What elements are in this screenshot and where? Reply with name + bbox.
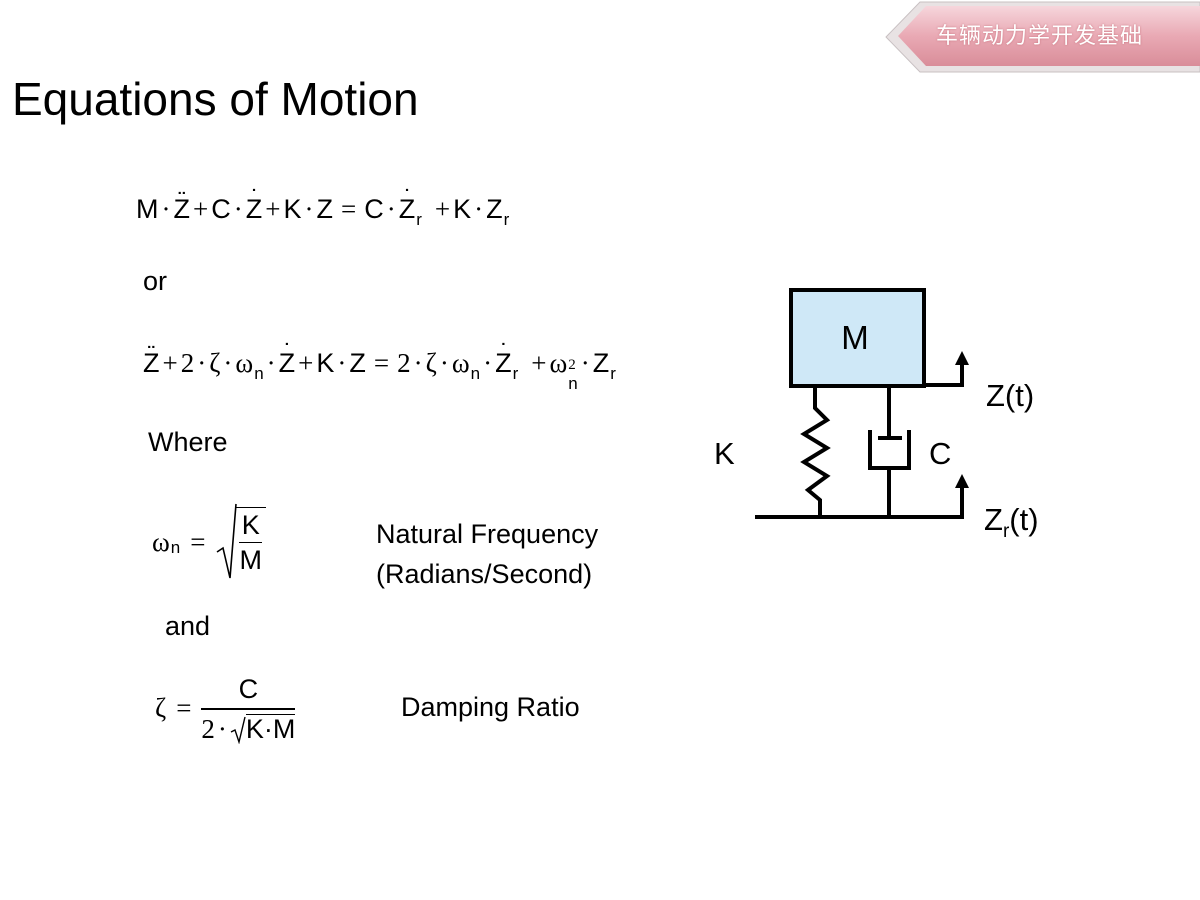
or-label: or — [143, 266, 168, 296]
normalized-equation: Z+ 2· ζ· ωn· Z+ K· Z= 2· ζ· ωn· Zr+ ω2n·… — [143, 348, 616, 395]
banner-title: 车辆动力学开发基础 — [936, 24, 1144, 49]
spring-label: K — [714, 436, 735, 471]
damper-label: C — [929, 436, 951, 471]
header-banner — [885, 1, 1200, 73]
radical-sign — [217, 503, 238, 579]
natural-frequency-label: Natural Frequency — [376, 519, 599, 549]
where-label: Where — [148, 427, 228, 457]
damping-ratio-formula: ζ = C 2· K·M — [155, 674, 296, 744]
mass-block — [789, 288, 926, 388]
radical-sign-2 — [230, 716, 246, 744]
natural-frequency-units: (Radians/Second) — [376, 559, 593, 589]
and-label: and — [165, 611, 211, 641]
body-motion-label: Z(t) — [986, 378, 1034, 413]
mass-label: M — [841, 319, 869, 356]
road-motion-label: Zr(t) — [984, 502, 1039, 542]
spring — [800, 386, 831, 517]
equation-of-motion: M· Z+ C· Z+ K· Z= C· Zr+ K· Zr — [136, 194, 509, 229]
page-title: Equations of Motion — [12, 73, 419, 125]
mass-spring-damper-diagram: M Z(t) K C Zr(t) — [714, 288, 1039, 542]
damping-ratio-label: Damping Ratio — [401, 692, 580, 722]
